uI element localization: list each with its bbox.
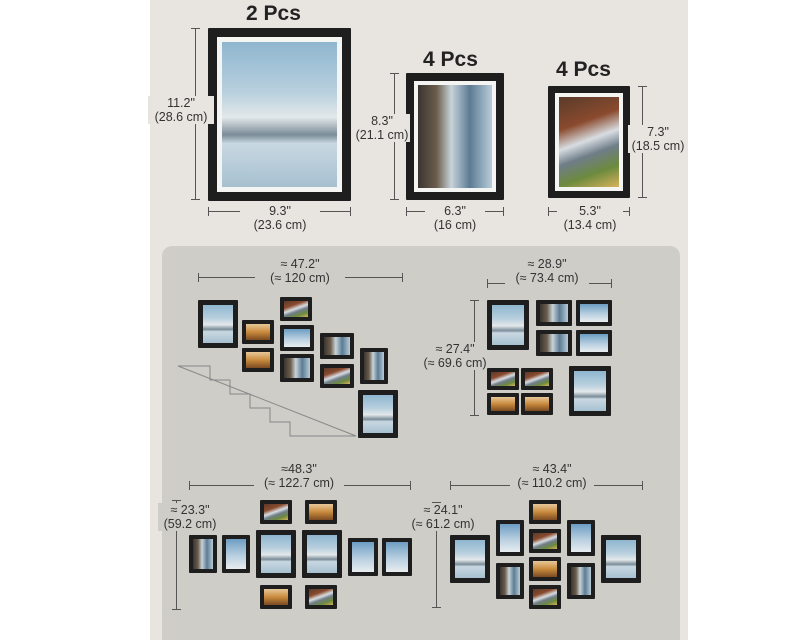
product-2-photo	[418, 85, 492, 188]
layout-3-frame	[256, 530, 296, 578]
layout-2-frame	[569, 366, 611, 416]
stairs-illustration	[177, 365, 357, 437]
layout-4-frame	[601, 535, 641, 583]
layout-3-frame	[382, 538, 412, 576]
layout-4-frame	[567, 520, 595, 556]
product-2-width-label: 6.3" (16 cm)	[425, 204, 485, 232]
layout-1-frame	[198, 300, 238, 348]
layout-3-frame	[305, 500, 337, 524]
layout-1-frame	[280, 325, 314, 351]
product-3-frame	[548, 86, 630, 198]
layout-1-frame	[242, 320, 274, 344]
layout-4-height-label: ≈ 24.1" (≈ 61.2 cm)	[410, 503, 476, 531]
layout-3-height-label: ≈ 23.3" (59.2 cm)	[158, 503, 222, 531]
layout-3-frame	[260, 585, 292, 609]
layout-2-frame	[521, 368, 553, 390]
layout-1-frame	[320, 333, 354, 359]
layout-4-frame	[567, 563, 595, 599]
layout-3-frame	[348, 538, 378, 576]
layout-3-width-label: ≈48.3" (≈ 122.7 cm)	[254, 462, 344, 490]
layout-1-width-label: ≈ 47.2" (≈ 120 cm)	[255, 257, 345, 285]
layout-4-frame	[450, 535, 490, 583]
layout-2-frame	[487, 368, 519, 390]
layout-2-height-label: ≈ 27.4" (≈ 69.6 cm)	[420, 342, 490, 370]
product-1-photo	[222, 42, 337, 187]
layout-3-frame	[260, 500, 292, 524]
product-1-height-label: 11.2" (28.6 cm)	[148, 96, 214, 124]
layout-3-frame	[222, 535, 250, 573]
product-3-width-label: 5.3" (13.4 cm)	[557, 204, 623, 232]
layout-3-frame	[302, 530, 342, 578]
product-2-frame	[406, 73, 504, 200]
layout-4-frame	[529, 529, 561, 553]
layout-1-frame	[242, 348, 274, 372]
layout-2-frame	[487, 300, 529, 350]
layout-2-width-label: ≈ 28.9" (≈ 73.4 cm)	[505, 257, 589, 285]
layout-2-frame	[536, 300, 572, 326]
layout-2-frame	[487, 393, 519, 415]
layout-1-frame	[360, 348, 388, 384]
product-2-height-label: 8.3" (21.1 cm)	[354, 114, 410, 142]
product-3-height-label: 7.3" (18.5 cm)	[628, 125, 688, 153]
layout-3-frame	[189, 535, 217, 573]
layout-3-frame	[305, 585, 337, 609]
layout-4-frame	[529, 585, 561, 609]
layout-4-frame	[496, 520, 524, 556]
layout-2-frame	[536, 330, 572, 356]
product-3-photo	[559, 97, 619, 187]
product-3-qty: 4 Pcs	[556, 58, 611, 81]
product-1-frame	[208, 28, 351, 201]
layout-1-frame	[358, 390, 398, 438]
layout-4-frame	[496, 563, 524, 599]
product-1-qty: 2 Pcs	[246, 2, 301, 25]
layout-4-height-line	[436, 502, 437, 608]
layout-3-height-line	[176, 500, 177, 610]
layout-1-frame	[280, 297, 312, 321]
layout-1-frame	[280, 354, 314, 382]
layout-2-frame	[576, 300, 612, 326]
layout-4-frame	[529, 557, 561, 581]
layout-2-frame	[521, 393, 553, 415]
layout-2-frame	[576, 330, 612, 356]
layout-4-frame	[529, 500, 561, 524]
layout-1-frame	[320, 364, 354, 388]
layout-4-width-label: ≈ 43.4" (≈ 110.2 cm)	[510, 462, 594, 490]
product-1-width-label: 9.3" (23.6 cm)	[240, 204, 320, 232]
product-2-qty: 4 Pcs	[423, 48, 478, 71]
